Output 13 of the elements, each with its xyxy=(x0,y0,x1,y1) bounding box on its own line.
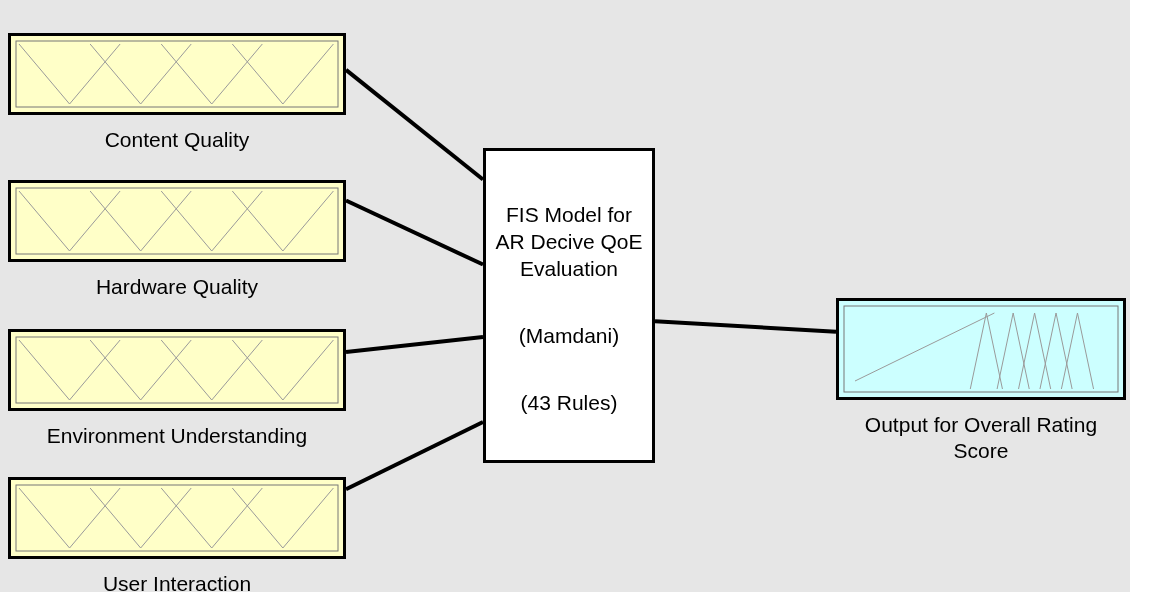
connector-line xyxy=(345,420,484,492)
connector-line xyxy=(344,68,485,182)
connector-line xyxy=(345,198,484,267)
model-note: (43 Rules) xyxy=(520,390,618,416)
model-note: (Mamdani) xyxy=(518,323,620,349)
model-title: FIS Model for AR Decive QoE Evaluation xyxy=(494,202,644,282)
connector-line xyxy=(345,335,484,354)
variable-label: Content Quality xyxy=(104,127,250,153)
variable-label: Output for Overall Rating Score xyxy=(863,412,1099,464)
variable-label: Hardware Quality xyxy=(95,274,259,300)
variable-label: User Interaction xyxy=(102,571,252,597)
connector-line xyxy=(654,319,837,334)
variable-label: Environment Understanding xyxy=(46,423,308,449)
